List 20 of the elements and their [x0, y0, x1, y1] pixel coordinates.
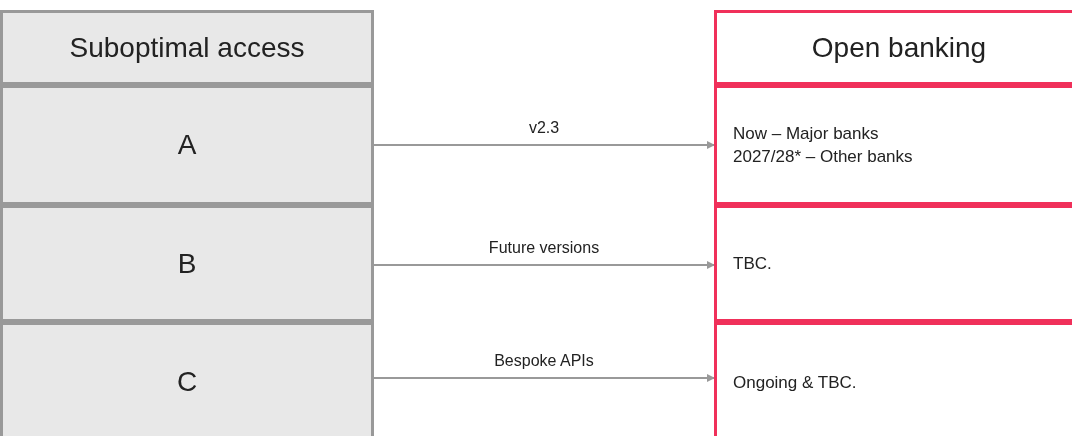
table-cell	[0, 205, 374, 322]
table-cell	[0, 85, 374, 205]
cell-title: C	[176, 365, 198, 399]
cell-title: Suboptimal access	[69, 30, 305, 65]
cell-title: Open banking	[811, 30, 987, 65]
header-cell	[0, 10, 374, 85]
cell-text: Ongoing & TBC.	[733, 371, 857, 394]
cell-text: TBC.	[733, 253, 772, 275]
header-cell	[714, 10, 1072, 85]
cell-text: Now – Major banks	[733, 123, 879, 145]
arrow	[373, 374, 715, 382]
cell-title: A	[177, 128, 197, 162]
cell-text: 2027/28* – Other banks	[733, 146, 913, 168]
arrow	[373, 141, 715, 149]
table-cell	[714, 85, 1072, 205]
arrow	[373, 261, 715, 269]
table-cell	[714, 205, 1072, 322]
cell-title: B	[177, 246, 197, 281]
table-cell	[0, 322, 374, 436]
table-cell	[714, 322, 1072, 436]
